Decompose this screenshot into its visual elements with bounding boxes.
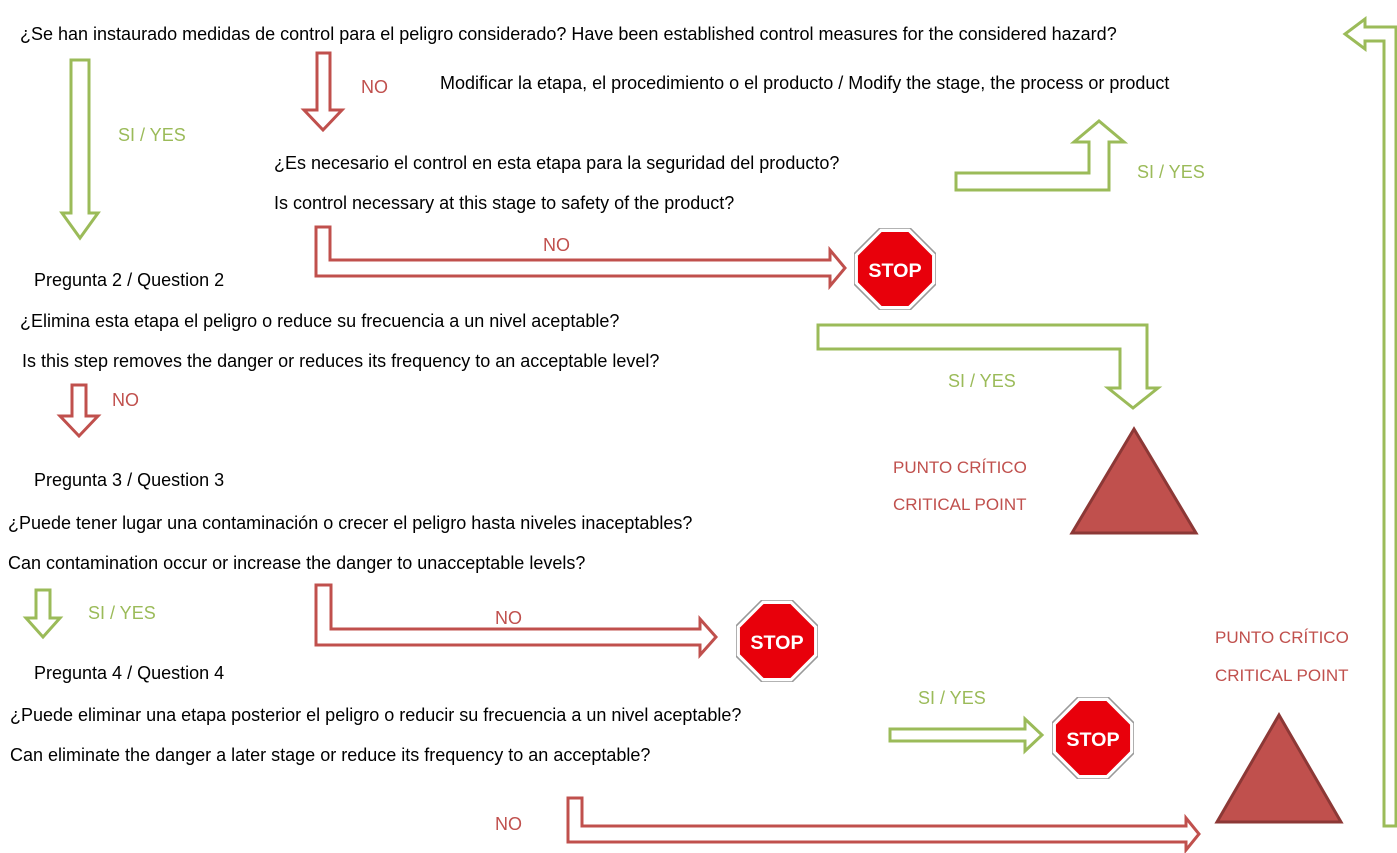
stop-sign-2: STOP [735, 599, 819, 683]
q2-yes-arrow [816, 323, 1163, 410]
q1-yes-label: SI / YES [118, 125, 186, 145]
modify-action-text: Modificar la etapa, el procedimiento o e… [440, 73, 1170, 93]
question4-english: Can eliminate the danger a later stage o… [10, 745, 651, 765]
q2-no-arrow [56, 383, 102, 439]
question2-english: Is this step removes the danger or reduc… [22, 351, 660, 371]
question3-heading: Pregunta 3 / Question 3 [34, 470, 225, 490]
stop-sign-3: STOP [1051, 696, 1135, 780]
stop-label: STOP [1066, 729, 1119, 751]
control-question-spanish: ¿Es necesario el control en esta etapa p… [274, 153, 840, 173]
question2-spanish: ¿Elimina esta etapa el peligro o reduce … [20, 311, 620, 331]
stop-label: STOP [750, 632, 803, 654]
critical-point-triangle-1 [1069, 426, 1199, 535]
q3-yes-label: SI / YES [88, 603, 156, 623]
q4-no-arrow [566, 796, 1201, 853]
stop-label: STOP [868, 260, 921, 282]
critical-point-1-en: CRITICAL POINT [893, 495, 1027, 514]
question3-spanish: ¿Puede tener lugar una contaminación o c… [8, 513, 693, 533]
q1-no-label: NO [361, 77, 388, 97]
question3-english: Can contamination occur or increase the … [8, 553, 586, 573]
q4-yes-arrow [888, 715, 1045, 755]
control-question-english: Is control necessary at this stage to sa… [274, 193, 735, 213]
control-yes-arrow [954, 119, 1129, 192]
question4-heading: Pregunta 4 / Question 4 [34, 663, 225, 683]
question4-spanish: ¿Puede eliminar una etapa posterior el p… [10, 705, 742, 725]
return-loop-arrow [1342, 16, 1397, 828]
q2-yes-label: SI / YES [948, 371, 1016, 391]
q1-no-arrow [300, 51, 346, 133]
stop-sign-1: STOP [853, 227, 937, 311]
question1-text: ¿Se han instaurado medidas de control pa… [20, 25, 1117, 43]
q3-yes-arrow [22, 588, 64, 640]
critical-point-triangle-2 [1214, 712, 1344, 824]
q2-no-label: NO [112, 390, 139, 410]
question1-english: Have been established control measures f… [571, 24, 1117, 44]
q3-no-label: NO [495, 608, 522, 628]
q4-no-label: NO [495, 814, 522, 834]
critical-point-2-en: CRITICAL POINT [1215, 666, 1349, 685]
critical-point-1-es: PUNTO CRÍTICO [893, 458, 1027, 477]
control-no-arrow [314, 225, 847, 291]
critical-point-2-es: PUNTO CRÍTICO [1215, 628, 1349, 647]
question1-spanish: ¿Se han instaurado medidas de control pa… [20, 24, 567, 44]
q3-no-arrow [314, 583, 719, 659]
q1-yes-arrow [59, 58, 101, 241]
control-no-label: NO [543, 235, 570, 255]
control-yes-label: SI / YES [1137, 162, 1205, 182]
q4-yes-label: SI / YES [918, 688, 986, 708]
question2-heading: Pregunta 2 / Question 2 [34, 270, 225, 290]
